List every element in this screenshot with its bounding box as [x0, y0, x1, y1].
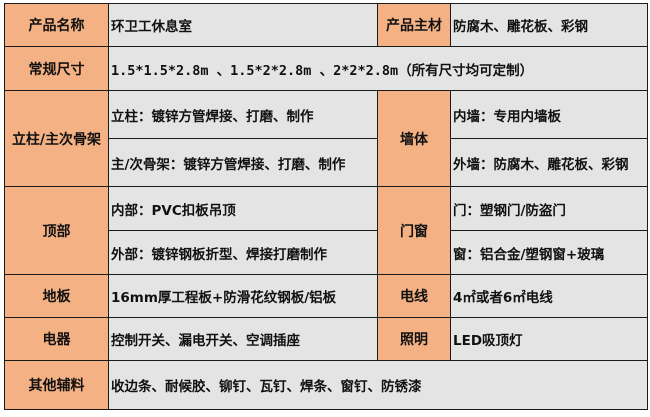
standard-size-value: 1.5*1.5*2.8m 、1.5*2*2.8m 、2*2*2.8m（所有尺寸均… [108, 46, 648, 91]
row-floor: 地板 16mm厚工程板+防滑花纹钢板/铝板 电线 4㎡或者6㎡电线 [4, 274, 648, 318]
electrical-value: 控制开关、漏电开关、空调插座 [108, 317, 378, 361]
inner-wall-value: 内墙：专用内墙板 [450, 90, 648, 139]
lighting-value: LED吸顶灯 [450, 317, 648, 361]
row-frame-2: 主/次骨架：镀锌方管焊接、打磨、制作 外墙：防腐木、雕花板、彩钢 [5, 138, 648, 187]
product-name-label: 产品名称 [4, 3, 109, 47]
main-material-value: 防腐木、雕花板、彩钢 [450, 3, 648, 47]
door-value: 门：塑钢门/防盗门 [450, 186, 648, 231]
product-spec-table: 产品名称 环卫工休息室 产品主材 防腐木、雕花板、彩钢 常规尺寸 1.5*1.5… [4, 3, 648, 410]
door-window-label: 门窗 [377, 186, 451, 275]
wiring-label: 电线 [377, 274, 451, 318]
row-standard-size: 常规尺寸 1.5*1.5*2.8m 、1.5*2*2.8m 、2*2*2.8m（… [4, 46, 648, 91]
main-material-label: 产品主材 [377, 3, 451, 47]
standard-size-label: 常规尺寸 [4, 46, 109, 91]
wall-label: 墙体 [377, 90, 451, 187]
roof-label: 顶部 [4, 186, 109, 275]
floor-label: 地板 [4, 274, 109, 318]
row-frame-1: 立柱/主次骨架 立柱：镀锌方管焊接、打磨、制作 墙体 内墙：专用内墙板 [4, 90, 648, 187]
frame-label: 立柱/主次骨架 [4, 90, 109, 187]
lighting-label: 照明 [377, 317, 451, 361]
row-roof-2: 外部：镀锌钢板折型、焊接打磨制作 窗：铝合金/塑钢窗+玻璃 [5, 230, 648, 275]
row-roof-1: 顶部 内部：PVC扣板吊顶 门窗 门：塑钢门/防盗门 [4, 186, 648, 275]
roof-inner-value: 内部：PVC扣板吊顶 [108, 186, 378, 231]
roof-outer-value: 外部：镀锌钢板折型、焊接打磨制作 [108, 230, 378, 275]
row-electrical: 电器 控制开关、漏电开关、空调插座 照明 LED吸顶灯 [4, 317, 648, 361]
outer-wall-value: 外墙：防腐木、雕花板、彩钢 [450, 138, 648, 187]
other-accessories-label: 其他辅料 [4, 360, 109, 410]
frame-column-value: 立柱：镀锌方管焊接、打磨、制作 [108, 90, 378, 139]
row-other-accessories: 其他辅料 收边条、耐候胶、铆钉、瓦钉、焊条、窗钉、防锈漆 [4, 360, 648, 410]
electrical-label: 电器 [4, 317, 109, 361]
other-accessories-value: 收边条、耐候胶、铆钉、瓦钉、焊条、窗钉、防锈漆 [108, 360, 648, 410]
frame-main-secondary-value: 主/次骨架：镀锌方管焊接、打磨、制作 [108, 138, 378, 187]
row-product-name: 产品名称 环卫工休息室 产品主材 防腐木、雕花板、彩钢 [4, 3, 648, 47]
product-name-value: 环卫工休息室 [108, 3, 378, 47]
floor-value: 16mm厚工程板+防滑花纹钢板/铝板 [108, 274, 378, 318]
window-value: 窗：铝合金/塑钢窗+玻璃 [450, 230, 648, 275]
wiring-value: 4㎡或者6㎡电线 [450, 274, 648, 318]
